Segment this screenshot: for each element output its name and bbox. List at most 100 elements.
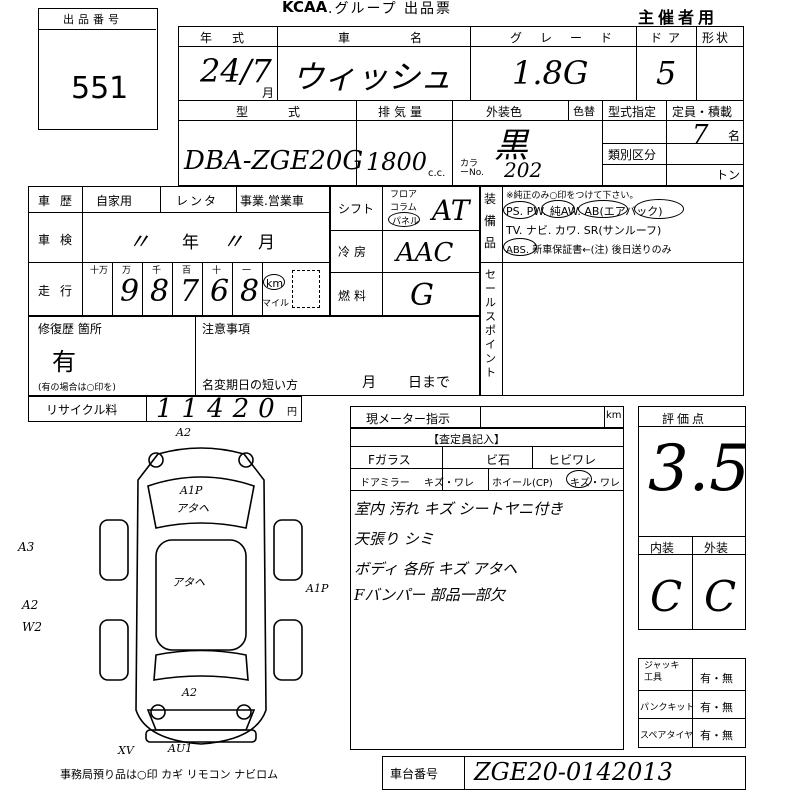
glass-label: Fガラス: [368, 453, 411, 467]
year-value: 24/7: [200, 52, 272, 90]
inspection-month-unit: 月: [258, 233, 275, 253]
doors-value: 5: [656, 54, 677, 92]
pw-circle: [541, 200, 575, 218]
repair-value: 有: [52, 348, 76, 376]
shift-option-floor[interactable]: フロア: [390, 190, 418, 200]
diagram-label: W2: [22, 620, 42, 634]
shift-label: シフト: [338, 202, 375, 216]
inspector-title: 【査定員記入】: [428, 433, 505, 446]
comment-line: 天張り シミ: [354, 530, 434, 548]
digit-label-10k: 万: [122, 266, 132, 276]
diagram-label: XV: [118, 744, 134, 757]
panel-circle: [388, 212, 420, 227]
digit-label-1: 一: [242, 266, 252, 276]
lot-box: 出品番号 551: [38, 8, 158, 130]
color-no-label: カラーNo.: [460, 159, 484, 178]
shift-value: AT: [432, 194, 470, 227]
ab-circle: [634, 199, 684, 219]
equipment-table: [480, 186, 744, 396]
equipment-note: ※純正のみ○印をつけて下さい。: [506, 191, 639, 201]
history-option-private[interactable]: 自家用: [96, 194, 133, 208]
meter-table: [350, 406, 624, 428]
grade-label: グレード: [510, 31, 631, 45]
meter-unit: km: [606, 410, 622, 421]
puncture-choice[interactable]: 有・無: [700, 701, 733, 714]
history-option-rental[interactable]: レンタ: [176, 194, 219, 208]
km-circle: [263, 274, 285, 290]
color-no-value: 202: [504, 158, 543, 182]
brand-logo: KCAA: [282, 0, 328, 16]
diagram-label: A3: [18, 540, 35, 554]
interior-label: 内装: [650, 541, 675, 555]
diagram-label: A1P: [306, 582, 329, 595]
displacement-value: 1800: [366, 148, 428, 176]
deadline-month-unit: 月: [362, 375, 376, 391]
crack-label: ヒビワレ: [548, 453, 597, 467]
repair-notice-table: [28, 316, 480, 396]
color-value: 黒: [494, 126, 528, 166]
diagram-label: アタヘ: [176, 502, 209, 515]
history-table: [28, 186, 330, 316]
recycle-table: [28, 396, 302, 422]
shift-option-column[interactable]: コラム: [390, 203, 417, 213]
lot-number: 551: [71, 71, 129, 106]
month-unit: 月: [262, 86, 275, 100]
color-label: 外装色: [486, 105, 523, 119]
car-name-label: 車名: [338, 31, 483, 45]
ps-circle: [503, 201, 537, 219]
mileage-digit: 9: [120, 274, 140, 309]
displacement-label: 排気量: [378, 105, 427, 119]
wheel-circle: [566, 470, 592, 488]
mileage-digit: 8: [240, 274, 260, 309]
mileage-digit: 6: [210, 274, 230, 309]
repair-note: (有の場合は○印を): [38, 383, 116, 393]
inspector-table: [350, 428, 624, 750]
diagram-label: A1P: [180, 484, 203, 497]
digit-label-100: 百: [182, 266, 192, 276]
mileage-digit: 8: [150, 274, 170, 309]
ac-value: AAC: [396, 238, 454, 268]
grade-value: 1.8G: [512, 54, 589, 92]
recycle-value: 11420: [156, 394, 284, 424]
comment-line: 室内 汚れ キズ シートヤニ付き: [354, 500, 564, 518]
diagram-label: アタヘ: [172, 576, 205, 589]
notice-label: 注意事項: [202, 322, 251, 336]
fuel-value: G: [410, 278, 434, 313]
rating-label: 評価点: [662, 412, 708, 426]
car-name-value: ウィッシュ: [292, 58, 453, 96]
interior-value: C: [650, 572, 683, 621]
repair-label: 修復歴 箇所: [38, 322, 102, 336]
chassis-label: 車台番号: [390, 767, 439, 781]
load-unit: トン: [716, 168, 741, 182]
model-label: 型式: [236, 105, 341, 119]
recycle-label: リサイクル料: [46, 403, 118, 417]
capacity-value: 7: [692, 120, 709, 150]
jack-choice[interactable]: 有・無: [700, 672, 733, 685]
mileage-spare-box: [292, 270, 320, 308]
equipment-line3: ABS. 新車保証書←(注) 後日送りのみ: [506, 245, 672, 256]
wheel-label: ホイール(CP): [492, 478, 553, 489]
lot-label: 出品番号: [63, 13, 123, 26]
vehicle-info-table: [178, 26, 744, 186]
deadline-day-unit: 日まで: [408, 375, 450, 391]
wheel-options: キズ・ワレ: [570, 478, 620, 489]
spare-choice[interactable]: 有・無: [700, 729, 733, 742]
chip-label: ビ石: [486, 453, 511, 467]
year-label: 年式: [200, 31, 265, 45]
color-change-label: 色替: [573, 105, 595, 118]
mirror-options: キズ・ワレ: [424, 478, 474, 489]
digit-label-100k: 十万: [90, 266, 109, 276]
history-label: 車歴: [38, 194, 83, 208]
history-option-business[interactable]: 事業.営業車: [240, 194, 304, 208]
fuel-label: 燃料: [338, 289, 371, 303]
diagram-label: A2: [182, 686, 197, 699]
mile-label: マイル: [262, 299, 290, 309]
comment-line: Fバンパー 部品一部欠: [354, 586, 505, 604]
drivetrain-table: [330, 186, 480, 316]
chassis-value: ZGE20-0142013: [474, 758, 673, 786]
inspection-label: 車検: [38, 233, 83, 247]
deadline-label: 名変期日の短い方: [202, 378, 299, 392]
car-diagram: [99, 447, 303, 745]
footer-note: 事務局預り品は○印 カギ リモコン ナビロム: [60, 768, 279, 781]
diagram-label: AU1: [168, 742, 193, 755]
